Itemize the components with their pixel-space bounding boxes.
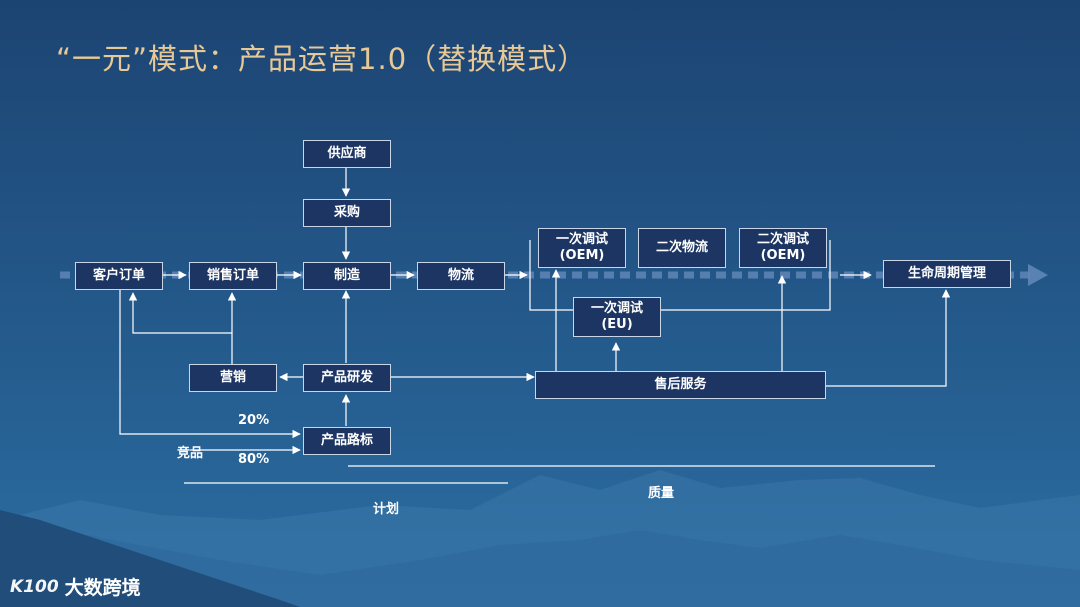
node-procurement: 采购 — [303, 199, 391, 227]
label-plan: 计划 — [373, 502, 400, 517]
node-second-logistics-label: 二次物流 — [655, 240, 708, 255]
node-first-debug-eu-line2: (EU) — [601, 317, 633, 332]
node-second-debug-oem-line1: 二次调试 — [756, 232, 809, 247]
label-competitor: 竞品 — [177, 446, 204, 461]
node-second-debug-oem-line2: (OEM) — [760, 248, 806, 263]
arrow-aftersales-lifecycle — [826, 289, 951, 387]
node-marketing-label: 营销 — [219, 370, 246, 385]
node-logistics: 物流 — [417, 262, 505, 290]
node-product-dev: 产品研发 — [303, 364, 391, 392]
node-after-sales-label: 售后服务 — [654, 377, 707, 392]
label-20-percent: 20% — [238, 413, 270, 428]
node-logistics-label: 物流 — [447, 268, 474, 283]
node-after-sales: 售后服务 — [535, 371, 826, 399]
node-second-logistics: 二次物流 — [638, 228, 726, 268]
node-product-dev-label: 产品研发 — [320, 370, 373, 385]
node-lifecycle-label: 生命周期管理 — [907, 266, 986, 281]
node-marketing: 营销 — [189, 364, 277, 392]
node-roadmap-label: 产品路标 — [320, 433, 373, 448]
oem-group-bracket — [529, 240, 831, 311]
node-manufacturing: 制造 — [303, 262, 391, 290]
node-manufacturing-label: 制造 — [333, 268, 360, 283]
node-first-debug-eu-line1: 一次调试 — [590, 301, 643, 316]
loop-customer-roadmap — [119, 290, 301, 439]
brand-logo: K100 大数跨境 — [10, 573, 141, 600]
node-first-debug-oem: 一次调试 (OEM) — [538, 228, 626, 268]
mountain-near — [0, 510, 300, 607]
node-supplier-label: 供应商 — [327, 146, 367, 161]
node-sales-order-label: 销售订单 — [206, 268, 259, 283]
node-lifecycle: 生命周期管理 — [883, 260, 1011, 288]
node-supplier: 供应商 — [303, 140, 391, 168]
label-80-percent: 80% — [238, 452, 270, 467]
node-first-debug-oem-line2: (OEM) — [559, 248, 605, 263]
page-title: “一元”模式：产品运营1.0（替换模式） — [56, 42, 588, 76]
node-second-debug-oem: 二次调试 (OEM) — [739, 228, 827, 268]
node-sales-order: 销售订单 — [189, 262, 277, 290]
loop-customer-marketing — [128, 292, 233, 364]
label-quality: 质量 — [648, 486, 675, 501]
main-flow-arrowhead — [1028, 264, 1048, 286]
brand-logo-text: 大数跨境 — [64, 577, 141, 599]
node-customer-order-label: 客户订单 — [92, 268, 145, 283]
mountain-mid — [0, 530, 1080, 607]
node-first-debug-eu: 一次调试 (EU) — [573, 297, 661, 337]
node-procurement-label: 采购 — [333, 205, 360, 220]
node-customer-order: 客户订单 — [75, 262, 163, 290]
brand-logo-mark: K100 — [10, 576, 59, 597]
node-roadmap: 产品路标 — [303, 427, 391, 455]
node-first-debug-oem-line1: 一次调试 — [555, 232, 608, 247]
